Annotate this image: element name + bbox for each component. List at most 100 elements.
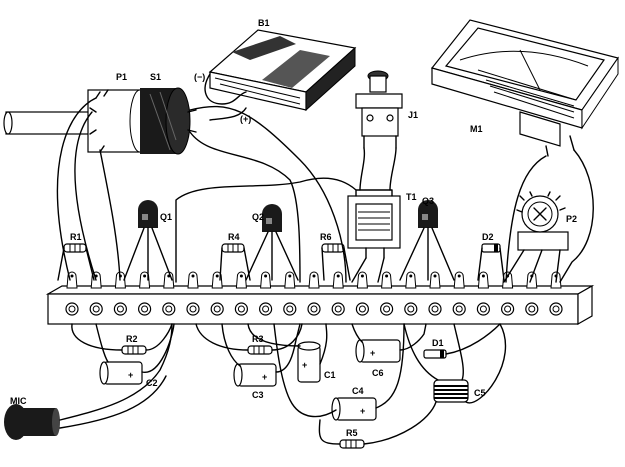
label-c4: C4 xyxy=(352,386,364,396)
resistor-r4: R4 xyxy=(221,232,245,253)
terminal-lug xyxy=(453,271,465,289)
diode-d2: D2 xyxy=(481,232,501,253)
capacitor-c4: + C4 xyxy=(331,386,377,421)
svg-text:+: + xyxy=(262,372,267,382)
transformer-t1: T1 xyxy=(347,189,417,259)
terminal-screw xyxy=(331,302,345,316)
label-battery-negative: (−) xyxy=(194,72,205,82)
terminal-screw-head xyxy=(431,305,439,313)
terminal-screw xyxy=(476,302,490,316)
capacitor-c5: C5 xyxy=(433,379,486,403)
terminal-lug xyxy=(381,271,393,289)
terminal-screw-head xyxy=(262,305,270,313)
terminal-screw-head xyxy=(237,305,245,313)
terminal-lug xyxy=(526,271,538,289)
terminal-lug xyxy=(429,271,441,289)
terminal-lug-hole xyxy=(70,274,74,278)
label-q1: Q1 xyxy=(160,212,172,222)
terminal-screw-head xyxy=(504,305,512,313)
terminal-lug-hole xyxy=(312,274,316,278)
label-j1: J1 xyxy=(408,110,418,120)
svg-text:+: + xyxy=(128,370,133,380)
jack-j1: J1 xyxy=(355,70,418,149)
terminal-screw-head xyxy=(92,305,100,313)
wiring xyxy=(56,73,594,445)
terminal-screw xyxy=(525,302,539,316)
label-t1: T1 xyxy=(406,192,417,202)
terminal-screw xyxy=(501,302,515,316)
transistor-q3: Q3 xyxy=(418,196,438,228)
terminal-screw xyxy=(283,302,297,316)
svg-text:+: + xyxy=(302,360,307,370)
terminal-lug xyxy=(332,271,344,289)
terminal-screw xyxy=(210,302,224,316)
terminal-screw-head xyxy=(213,305,221,313)
terminal-lug xyxy=(477,271,489,289)
diode-d1: D1 xyxy=(423,338,447,359)
terminal-screw xyxy=(186,302,200,316)
label-q2: Q2 xyxy=(252,212,264,222)
terminal-lug-hole xyxy=(385,274,389,278)
terminal-screw xyxy=(113,302,128,316)
label-c5: C5 xyxy=(474,388,486,398)
battery-b1: B1 (−) (+) xyxy=(194,18,357,124)
terminal-screw-head xyxy=(189,305,197,313)
label-d2: D2 xyxy=(482,232,494,242)
svg-text:+: + xyxy=(370,348,375,358)
terminal-lug xyxy=(235,271,247,289)
terminal-lug xyxy=(260,271,272,289)
label-mic: MIC xyxy=(10,396,27,406)
capacitor-c2: + C2 xyxy=(99,361,158,388)
label-battery-positive: (+) xyxy=(240,114,251,124)
terminal-strip xyxy=(45,271,595,326)
terminal-screw-head xyxy=(165,305,173,313)
capacitor-c6: + C6 xyxy=(355,339,401,378)
label-b1: B1 xyxy=(258,18,270,28)
terminal-screw xyxy=(428,302,442,316)
terminal-screw-head xyxy=(407,305,415,313)
label-m1: M1 xyxy=(470,124,483,134)
terminal-screw xyxy=(259,302,273,316)
terminal-screw-head xyxy=(528,305,536,313)
terminal-lug-hole xyxy=(288,274,292,278)
terminal-screw-head xyxy=(116,305,124,313)
label-r2: R2 xyxy=(126,334,138,344)
label-s1: S1 xyxy=(150,72,161,82)
terminal-lug-hole xyxy=(336,274,340,278)
terminal-screw-head xyxy=(479,305,487,313)
terminal-lug xyxy=(356,271,368,289)
terminal-screw-head xyxy=(68,305,76,313)
terminal-lug-hole xyxy=(191,274,195,278)
resistor-r2: R2 xyxy=(121,334,147,355)
transistor-q1: Q1 xyxy=(138,200,172,228)
terminal-screw-head xyxy=(334,305,342,313)
terminal-screw-head xyxy=(358,305,366,313)
terminal-screw-head xyxy=(552,305,560,313)
label-p1: P1 xyxy=(116,72,127,82)
terminal-lug-hole xyxy=(264,274,268,278)
terminal-screw-head xyxy=(455,305,463,313)
terminal-lug-hole xyxy=(239,274,243,278)
terminal-lug-hole xyxy=(143,274,147,278)
terminal-screw xyxy=(404,302,418,316)
microphone: MIC xyxy=(4,396,60,440)
terminal-screw-head xyxy=(383,305,391,313)
terminal-screw xyxy=(65,302,79,316)
label-r3: R3 xyxy=(252,334,264,344)
terminal-screw xyxy=(549,302,563,316)
terminal-screw xyxy=(89,302,103,316)
label-c6: C6 xyxy=(372,368,384,378)
label-r6: R6 xyxy=(320,232,332,242)
terminal-lug xyxy=(284,271,296,289)
terminal-screw xyxy=(355,302,369,316)
label-c3: C3 xyxy=(252,390,264,400)
terminal-lug-hole xyxy=(360,274,364,278)
svg-text:+: + xyxy=(360,406,365,416)
terminal-lug xyxy=(308,271,320,289)
resistor-r5: R5 xyxy=(339,428,365,449)
terminal-screw xyxy=(452,302,466,316)
terminal-screw-head xyxy=(286,305,294,313)
transistor-q2: Q2 xyxy=(252,204,282,232)
label-c2: C2 xyxy=(146,378,158,388)
